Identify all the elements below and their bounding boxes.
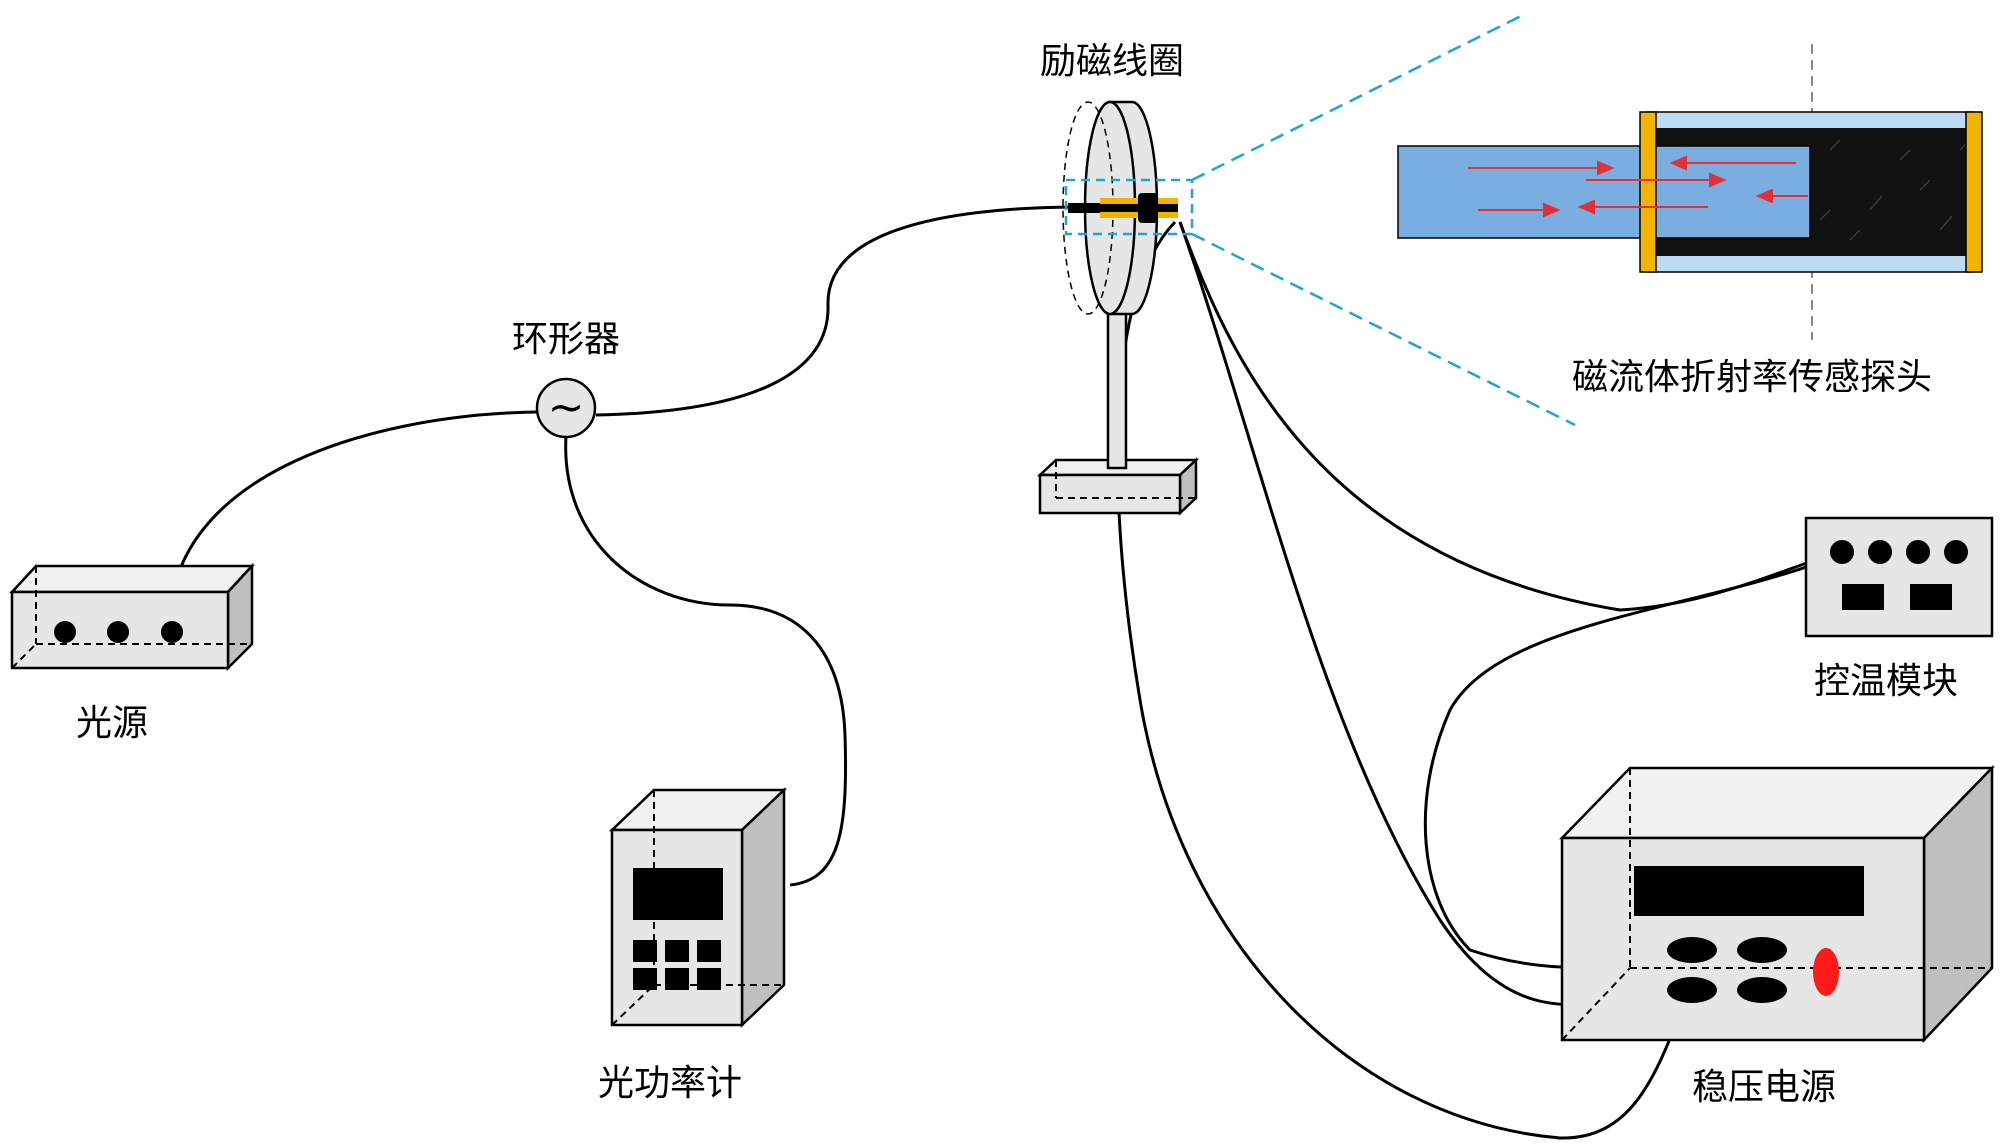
zoom-region	[1064, 178, 1194, 236]
power-meter-keypad	[633, 940, 721, 990]
probe-detail	[1397, 44, 1983, 340]
probe-in-coil	[1138, 193, 1158, 223]
label-excitation-coil: 励磁线圈	[1040, 41, 1185, 82]
fiber-circulator-to-probe	[595, 205, 1076, 417]
light-arrows	[1468, 155, 1808, 218]
left-end-cap	[1639, 111, 1657, 273]
circulator-symbol: ~	[548, 382, 585, 433]
circulator: ~	[535, 377, 597, 439]
excitation-coil-assembly	[1036, 100, 1200, 516]
power-supply-display	[1634, 866, 1864, 916]
source-port-dot	[54, 621, 76, 643]
power-meter-box	[608, 787, 788, 1028]
power-indicator-light	[1813, 948, 1839, 996]
source-port-dot	[107, 621, 129, 643]
cable-probe-to-temp-control	[1178, 221, 1841, 612]
power-supply-knob	[1667, 937, 1717, 963]
power-supply-knob	[1667, 977, 1717, 1003]
fiber-end-in-capillary	[1647, 145, 1811, 239]
optical-fiber	[1397, 145, 1649, 239]
power-supply-knob	[1737, 977, 1787, 1003]
temp-control-box	[1804, 516, 1994, 638]
power-supply-box	[1559, 764, 1995, 1044]
source-port-dot	[161, 621, 183, 643]
light-source-box	[9, 562, 255, 672]
right-end-cap	[1965, 111, 1983, 273]
zoom-lines	[1191, 12, 1576, 427]
label-probe: 磁流体折射率传感探头	[1572, 357, 1933, 398]
label-temp-control: 控温模块	[1814, 661, 1959, 702]
power-supply-knob	[1737, 937, 1787, 963]
power-meter-display	[633, 868, 723, 920]
label-circulator: 环形器	[512, 319, 621, 360]
label-power-supply: 稳压电源	[1692, 1067, 1837, 1108]
label-power-meter: 光功率计	[598, 1063, 743, 1104]
label-light-source: 光源	[76, 703, 149, 744]
fiber-circulator-to-power-meter	[564, 435, 848, 887]
